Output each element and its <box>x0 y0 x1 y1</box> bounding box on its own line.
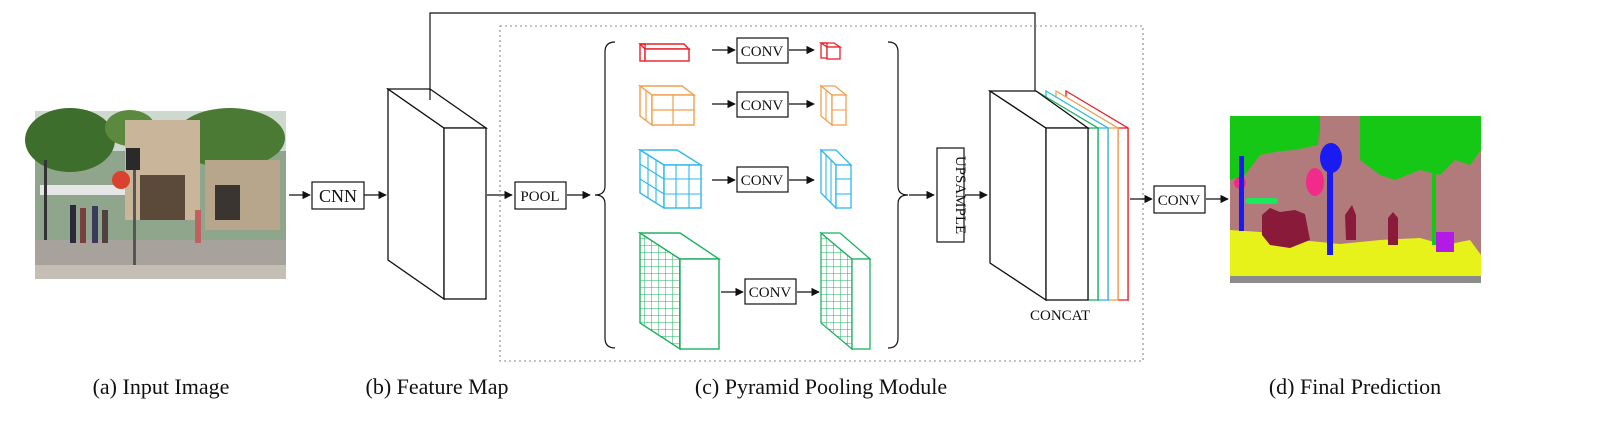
pooled-block-1x1 <box>638 43 691 62</box>
pool-level-4: CONV <box>637 231 872 351</box>
skip-connection-arrow <box>429 12 1040 106</box>
conv-box-level4 <box>744 278 797 305</box>
conv-box-level2 <box>736 91 789 118</box>
caption-feature-map: (b) Feature Map <box>366 374 509 399</box>
input-image <box>25 108 286 279</box>
conv-label-level1: CONV <box>741 44 784 60</box>
caption-final-prediction: (d) Final Prediction <box>1269 374 1441 399</box>
caption-input-image: (a) Input Image <box>93 374 230 399</box>
pool-level-2: CONV <box>637 84 848 127</box>
conv-label-level3: CONV <box>741 173 784 189</box>
pool-level-3: CONV <box>637 148 853 210</box>
concat-label: CONCAT <box>1030 308 1090 324</box>
reduced-block-1x1 <box>818 42 843 60</box>
reduced-block-6x6 <box>819 231 872 351</box>
pool-box: POOL <box>514 181 567 210</box>
caption-pyramid-pooling-module: (c) Pyramid Pooling Module <box>695 374 947 399</box>
upsample-label: UPSAMPLE <box>952 156 968 234</box>
cnn-box: CNN <box>311 181 365 210</box>
final-conv-box: CONV <box>1153 185 1206 214</box>
conv-label-level2: CONV <box>741 98 784 114</box>
pool-level-1: CONV <box>638 37 843 64</box>
pyramid-module-frame <box>499 25 1144 362</box>
left-bracket <box>594 41 616 349</box>
conv-label-level4: CONV <box>749 285 792 301</box>
final-conv-label: CONV <box>1158 193 1201 209</box>
pooled-block-3x3 <box>637 148 704 210</box>
conv-box-level1 <box>736 37 789 64</box>
final-prediction-image <box>1230 116 1481 283</box>
pool-label: POOL <box>520 189 559 205</box>
cnn-label: CNN <box>319 186 357 206</box>
right-bracket <box>887 41 909 349</box>
conv-box-level3 <box>736 166 789 193</box>
reduced-block-3x3 <box>819 148 853 210</box>
pooled-block-2x2 <box>637 84 697 127</box>
upsample-box: UPSAMPLE <box>936 147 968 243</box>
feature-map-block <box>385 87 489 301</box>
reduced-block-2x2 <box>819 84 848 127</box>
concat-block <box>987 89 1129 302</box>
pooled-block-6x6 <box>637 231 722 351</box>
